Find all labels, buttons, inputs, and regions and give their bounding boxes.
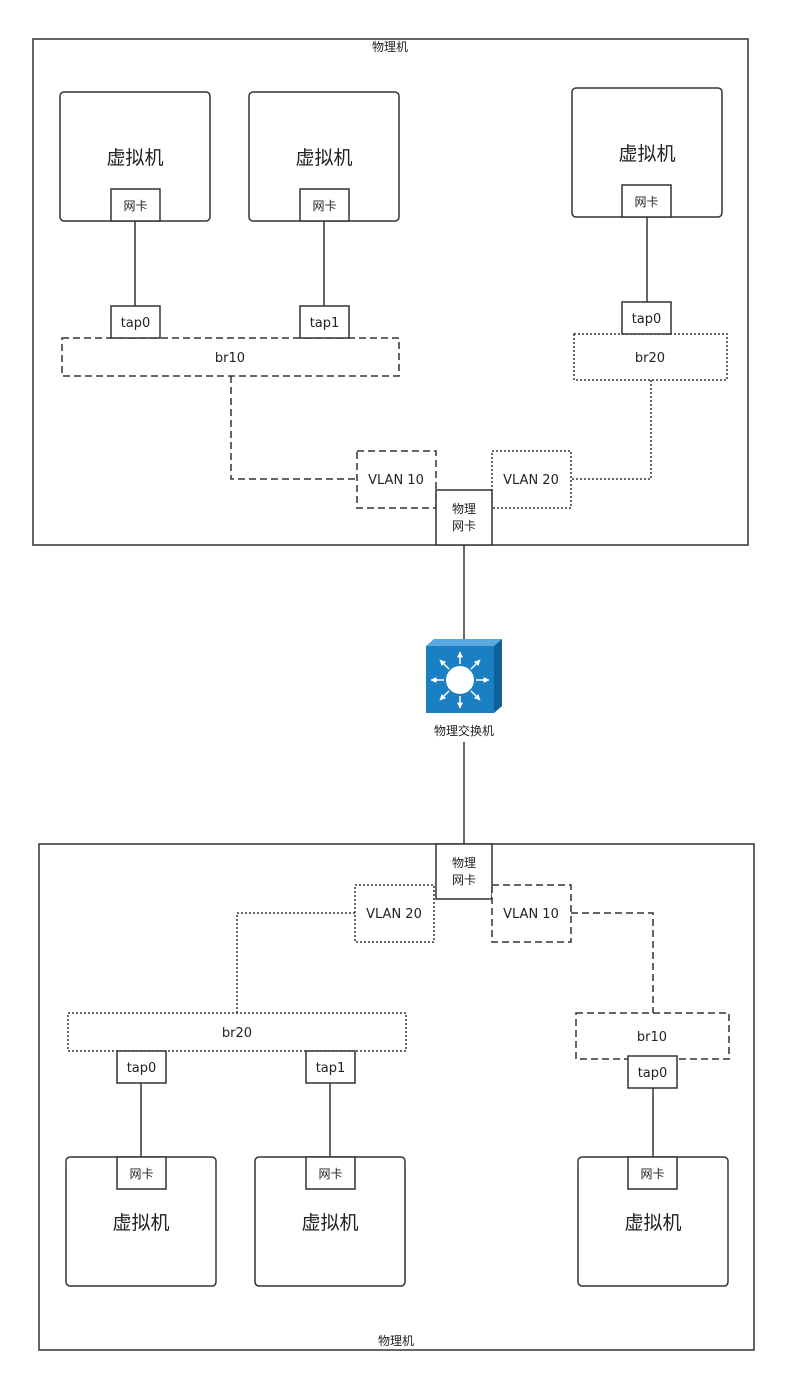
bottom-vm-3-nic-label: 网卡	[640, 1167, 664, 1181]
bottom-bridge-br10[interactable]	[575, 1012, 730, 1060]
top-physical-nic-line1: 物理	[452, 502, 476, 516]
top-vm-2-nic-label: 网卡	[312, 199, 336, 213]
bottom-tap-1-label: tap1	[316, 1061, 346, 1076]
top-bridge-br20-label: br20	[635, 351, 665, 366]
top-vlan-20[interactable]	[491, 450, 572, 509]
top-vlan-10[interactable]	[356, 450, 437, 509]
bottom-vm-2-nic-label: 网卡	[318, 1167, 342, 1181]
bottom-vlan-20-label: VLAN 20	[366, 907, 422, 922]
bottom-vm-1-nic	[116, 1156, 167, 1190]
bottom-bridge-br20-label: br20	[222, 1026, 252, 1041]
bottom-physical-nic[interactable]	[435, 843, 493, 900]
bottom-physical-nic-line2: 网卡	[452, 873, 476, 887]
top-vlan-10-label: VLAN 10	[368, 473, 424, 488]
top-vm-1[interactable]: 虚拟机 网卡	[59, 91, 211, 222]
bottom-vlan-10-label: VLAN 10	[503, 907, 559, 922]
top-vm-2[interactable]: 虚拟机 网卡	[248, 91, 400, 222]
bottom-vm-3-title: 虚拟机	[624, 1212, 681, 1234]
bottom-tap-2-label: tap0	[638, 1066, 668, 1081]
top-tap-1[interactable]	[299, 305, 350, 339]
top-vm-3-nic-label: 网卡	[634, 195, 658, 209]
top-tap-0[interactable]	[110, 305, 161, 339]
switch-label: 物理交换机	[434, 723, 494, 738]
top-bridge-br10-label: br10	[215, 351, 245, 366]
bottom-bridge-br10-label: br10	[637, 1030, 667, 1045]
bottom-physical-host	[38, 843, 755, 1351]
top-tap-2-label: tap0	[632, 312, 662, 327]
bottom-vm-2-nic	[305, 1156, 356, 1190]
bottom-vm-2-title: 虚拟机	[301, 1212, 358, 1234]
top-vlan-20-label: VLAN 20	[503, 473, 559, 488]
bottom-tap-0-label: tap0	[127, 1061, 157, 1076]
top-vm-3-title: 虚拟机	[618, 143, 675, 165]
top-vm-1-title: 虚拟机	[106, 147, 163, 169]
top-tap-1-label: tap1	[310, 316, 340, 331]
bottom-vm-3[interactable]: 网卡 虚拟机	[577, 1156, 729, 1287]
bottom-host-label: 物理机	[378, 1334, 414, 1348]
top-physical-nic[interactable]	[435, 489, 493, 546]
bottom-vm-1-title: 虚拟机	[112, 1212, 169, 1234]
bottom-vlan-10[interactable]	[491, 884, 572, 943]
top-vm-2-title: 虚拟机	[295, 147, 352, 169]
top-physical-host	[32, 38, 749, 546]
bottom-vm-2[interactable]: 网卡 虚拟机	[254, 1156, 406, 1287]
bottom-vlan-20[interactable]	[354, 884, 435, 943]
bottom-physical-nic-line1: 物理	[452, 856, 476, 870]
top-host-label: 物理机	[372, 40, 408, 54]
bottom-vm-1[interactable]: 网卡 虚拟机	[65, 1156, 217, 1287]
top-vm-3[interactable]: 虚拟机 网卡	[571, 87, 723, 218]
top-tap-0-label: tap0	[121, 316, 151, 331]
top-vm-3-nic	[621, 184, 672, 218]
bottom-bridge-br20[interactable]	[67, 1012, 407, 1052]
top-vm-1-nic-label: 网卡	[123, 199, 147, 213]
bottom-vm-1-nic-label: 网卡	[129, 1167, 153, 1181]
top-physical-nic-line2: 网卡	[452, 519, 476, 533]
top-tap-2[interactable]	[621, 301, 672, 335]
network-switch-icon[interactable]	[426, 639, 502, 713]
bottom-vm-3-nic	[627, 1156, 678, 1190]
top-vm-2-nic	[299, 188, 350, 222]
